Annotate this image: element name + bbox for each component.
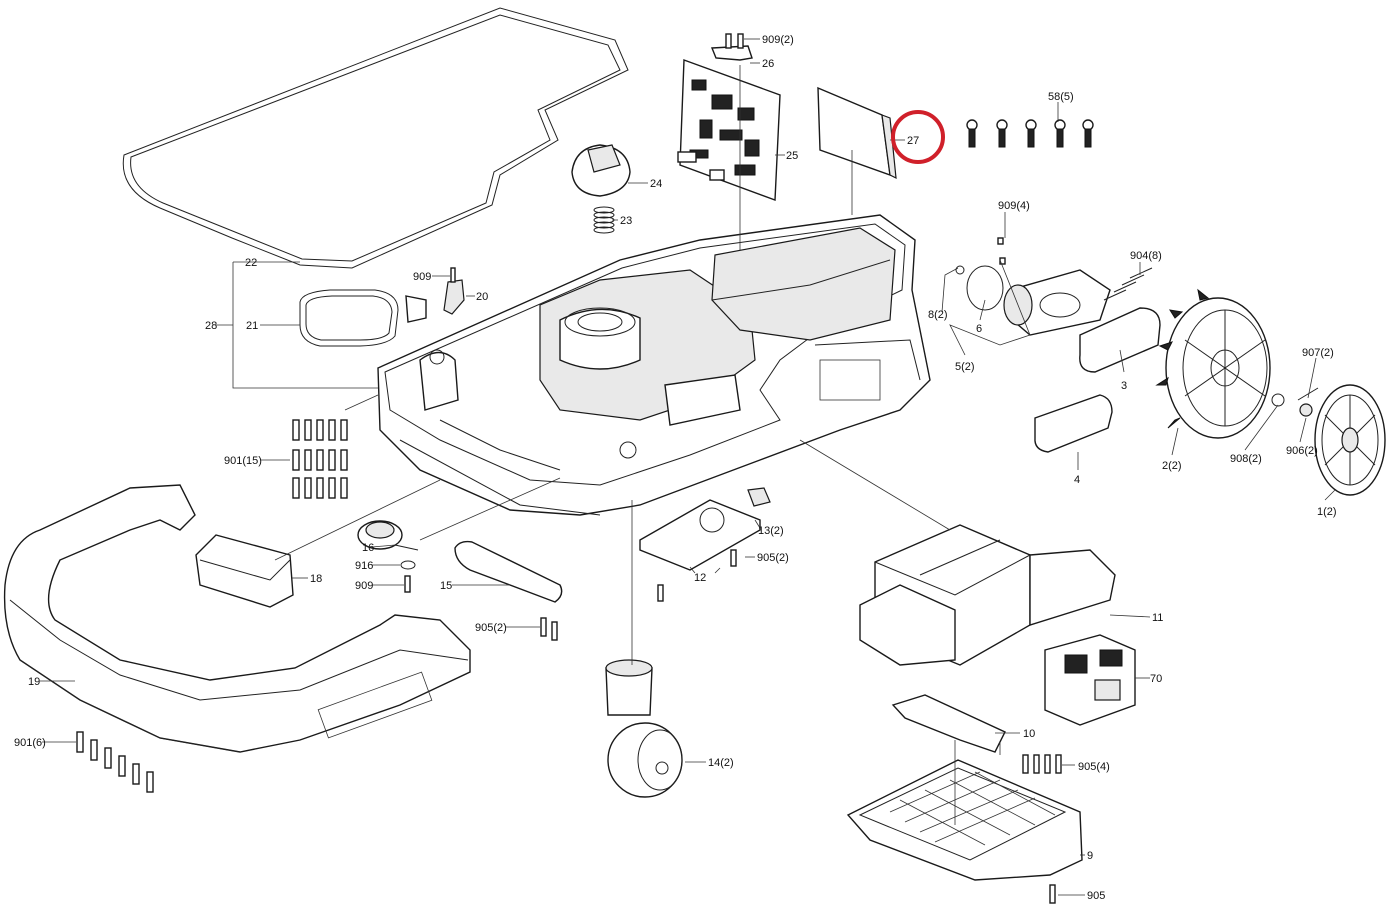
callout-16: 16 [362, 542, 374, 554]
housing-11 [859, 524, 1116, 666]
pcb-25 [677, 59, 781, 201]
screws-904 [1103, 267, 1153, 301]
drive-motor-assembly [955, 237, 1111, 336]
callout-909-low: 909 [355, 580, 373, 592]
clip-13 [747, 487, 771, 507]
callout-916: 916 [355, 560, 373, 572]
cover-15 [454, 540, 563, 603]
callout-906-2: 906(2) [1286, 445, 1318, 457]
motor-cover-4 [1034, 394, 1113, 453]
callout-909-2-top: 909(2) [762, 34, 794, 46]
leader-lines [40, 38, 1336, 896]
motor-cover-3 [1079, 307, 1161, 373]
nut-906 [1299, 403, 1313, 417]
main-chassis [377, 214, 931, 516]
callout-905-4: 905(4) [1078, 761, 1110, 773]
screw-909-mid [450, 267, 456, 283]
washer-916 [400, 560, 416, 570]
screw-909-top-b [737, 33, 744, 49]
caster-14 [605, 659, 683, 798]
callout-15: 15 [440, 580, 452, 592]
callout-19: 19 [28, 676, 40, 688]
screw-905-bottom [1049, 884, 1056, 904]
callout-24: 24 [650, 178, 662, 190]
callout-4: 4 [1074, 474, 1080, 486]
callout-12: 12 [694, 572, 706, 584]
screws-901-6 [76, 731, 154, 793]
callout-14-2: 14(2) [708, 757, 734, 769]
callout-905-2-a: 905(2) [757, 552, 789, 564]
seal-21 [299, 289, 399, 347]
callout-905-bottom: 905 [1087, 890, 1105, 902]
bracket-26 [710, 45, 753, 61]
callout-28: 28 [205, 320, 217, 332]
callout-907-2: 907(2) [1302, 347, 1334, 359]
callout-58-5: 58(5) [1048, 91, 1074, 103]
bolt-907 [1297, 387, 1319, 401]
clips-58 [966, 119, 1094, 148]
gasket-22 [122, 7, 629, 269]
callout-70: 70 [1150, 673, 1162, 685]
callout-23: 23 [620, 215, 632, 227]
callout-20: 20 [476, 291, 488, 303]
screw-905-2b-1 [540, 617, 547, 637]
callout-9: 9 [1087, 850, 1093, 862]
callout-27: 27 [907, 135, 919, 147]
callout-21: 21 [246, 320, 258, 332]
callout-3: 3 [1121, 380, 1127, 392]
callout-26: 26 [762, 58, 774, 70]
bushing-16 [357, 520, 419, 551]
wheel-2 [1155, 288, 1271, 439]
callout-901-15: 901(15) [224, 455, 262, 467]
callout-8-2: 8(2) [928, 309, 948, 321]
knob-24 [571, 144, 631, 197]
screws-901-15 [292, 419, 348, 499]
module-70 [1044, 634, 1136, 726]
washer-908 [1271, 393, 1285, 407]
callout-11: 11 [1152, 612, 1163, 624]
bracket-small [405, 295, 427, 323]
screws-905-4 [1022, 754, 1062, 774]
callout-909-4: 909(4) [998, 200, 1030, 212]
plate-12 [639, 499, 761, 571]
callout-labels: 909(2) 26 25 24 23 27 58(5) 22 909 20 28… [14, 34, 1337, 902]
callout-904-8: 904(8) [1130, 250, 1162, 262]
callout-2-2: 2(2) [1162, 460, 1182, 472]
callout-22: 22 [245, 257, 257, 269]
callout-18: 18 [310, 573, 322, 585]
callout-905-2-b: 905(2) [475, 622, 507, 634]
callout-25: 25 [786, 150, 798, 162]
screw-905-2b-2 [551, 621, 558, 641]
hubcap-1 [1314, 384, 1386, 496]
callout-6: 6 [976, 323, 982, 335]
bumper-19 [3, 484, 471, 753]
screw-905-12 [657, 584, 664, 602]
highlight-circle [891, 110, 945, 164]
screw-909-top-a [725, 33, 732, 49]
housing-18 [195, 534, 294, 608]
latch-20 [443, 279, 465, 315]
callout-5-2: 5(2) [955, 361, 975, 373]
screw-909-low [404, 575, 411, 593]
callout-901-6: 901(6) [14, 737, 46, 749]
battery-27 [817, 86, 897, 180]
base-9 [846, 759, 1083, 881]
callout-1-2: 1(2) [1317, 506, 1337, 518]
screw-905-2a-1 [730, 549, 737, 567]
callout-908-2: 908(2) [1230, 453, 1262, 465]
plate-10 [891, 694, 1006, 753]
callout-10: 10 [1023, 728, 1035, 740]
callout-909-mid: 909 [413, 271, 431, 283]
spring-23 [593, 206, 615, 234]
callout-13-2: 13(2) [758, 525, 784, 537]
